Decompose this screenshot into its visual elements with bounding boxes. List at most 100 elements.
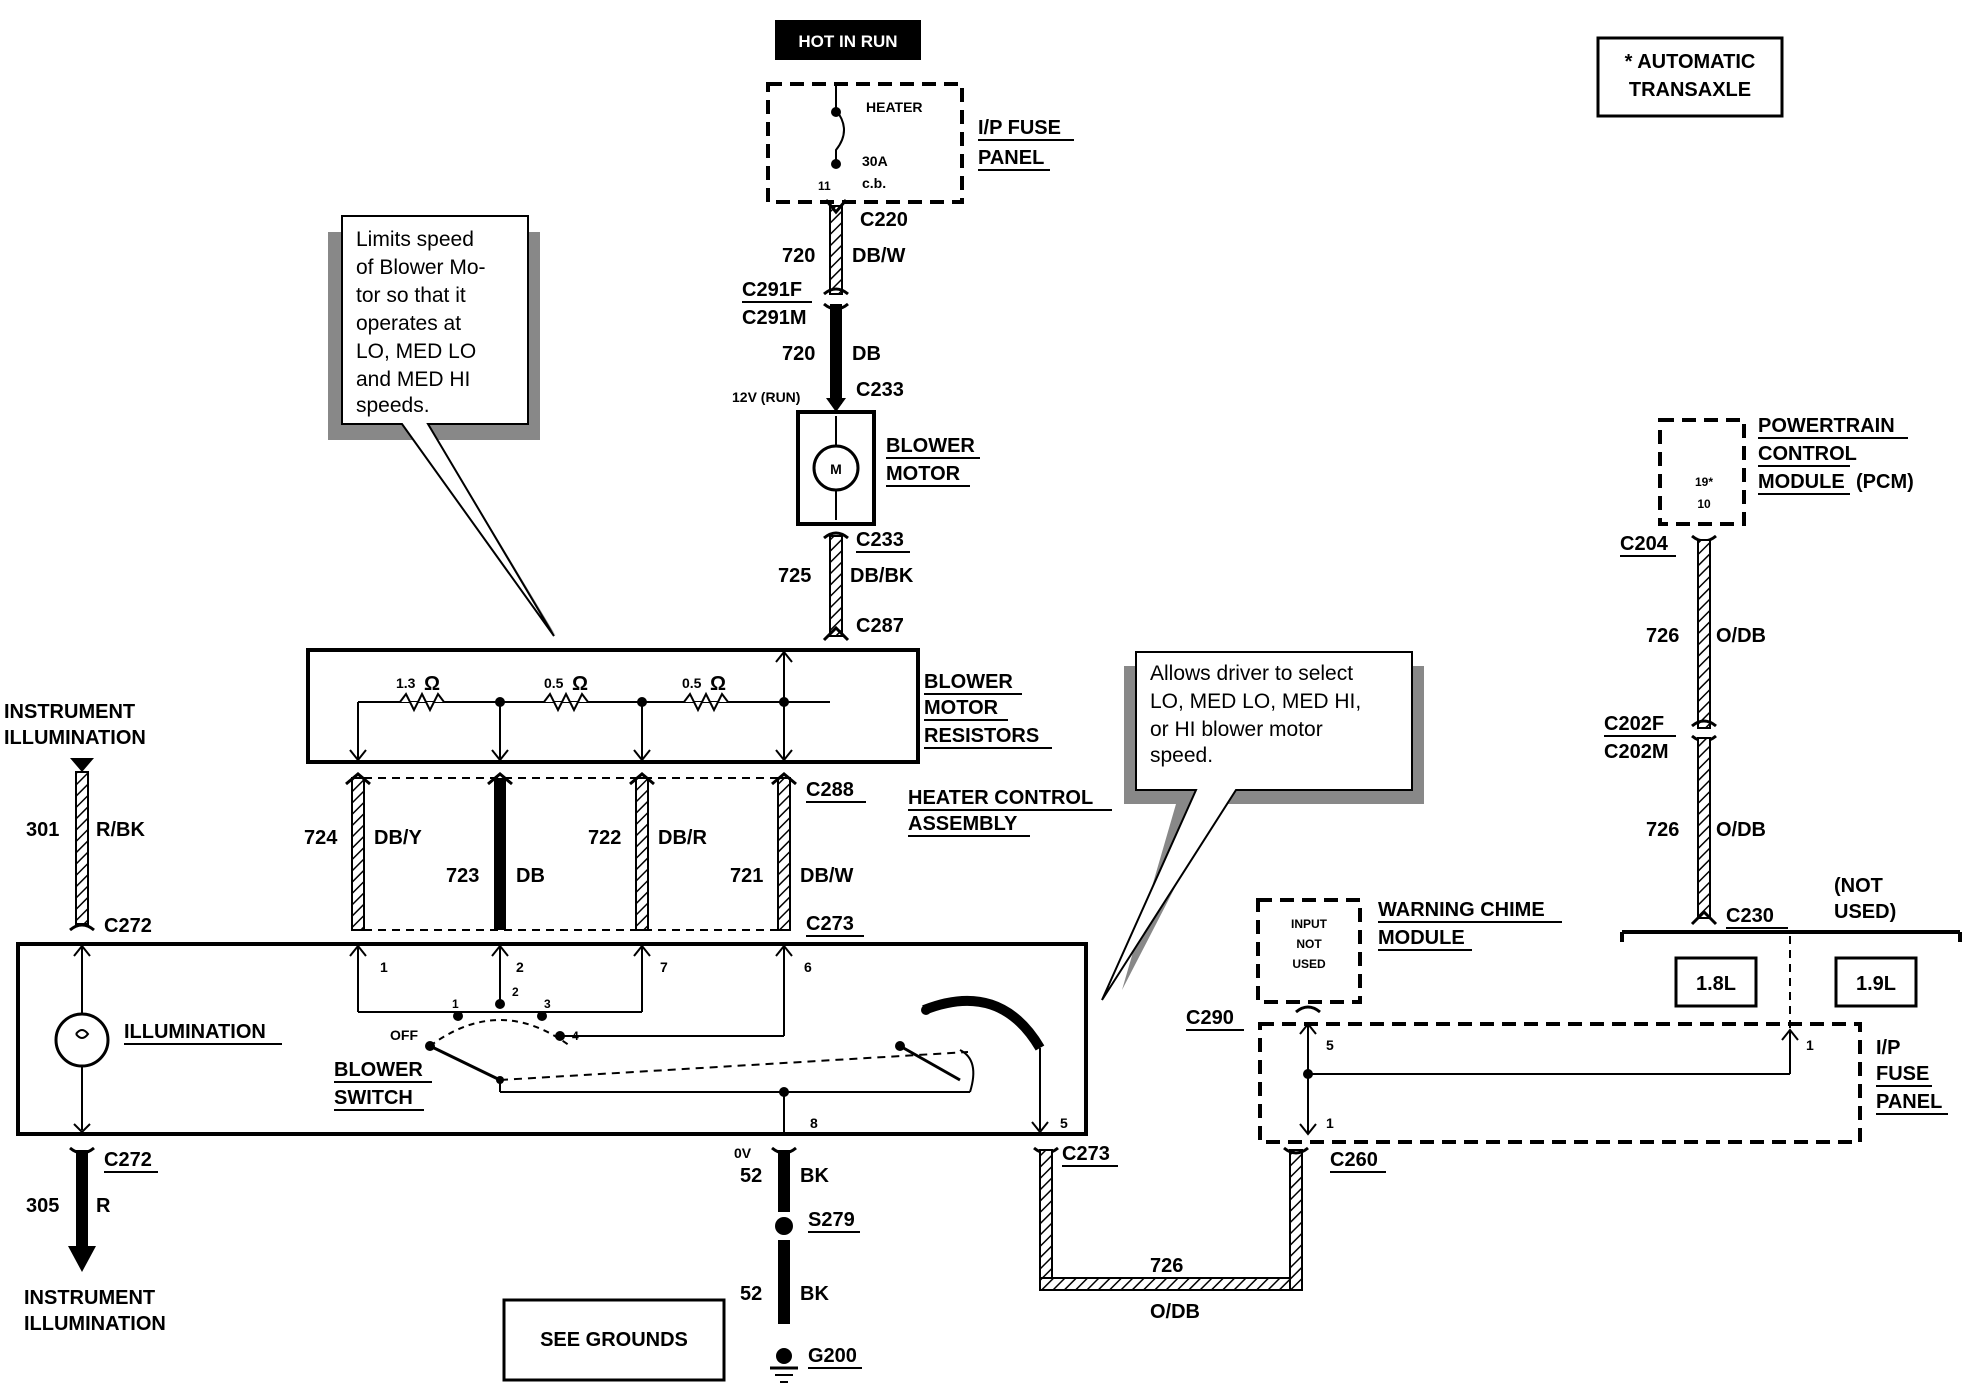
wire-724-num: 724 <box>304 827 338 849</box>
resistors-label-3: RESISTORS <box>924 725 1039 747</box>
svg-text:MODULE: MODULE <box>1378 927 1465 949</box>
resistors-label-1: BLOWER <box>924 671 1013 693</box>
svg-text:30A: 30A <box>862 153 888 169</box>
legend-box: * AUTOMATIC TRANSAXLE <box>1596 36 1784 118</box>
wire-bundle-switch <box>345 772 797 931</box>
callout-switch: Allows driver to select LO, MED LO, MED … <box>1101 651 1424 1001</box>
svg-text:operates at: operates at <box>356 312 461 335</box>
wire-52b-color: BK <box>800 1283 829 1305</box>
svg-text:I/P FUSE: I/P FUSE <box>978 117 1061 139</box>
svg-text:PANEL: PANEL <box>978 147 1044 169</box>
svg-text:MODULE: MODULE <box>1758 471 1845 493</box>
svg-text:SEE GROUNDS: SEE GROUNDS <box>540 1329 688 1351</box>
svg-text:ILLUMINATION: ILLUMINATION <box>124 1021 266 1043</box>
svg-text:10: 10 <box>1697 497 1711 511</box>
svg-text:INPUT: INPUT <box>1291 917 1328 931</box>
svg-text:MOTOR: MOTOR <box>886 463 961 485</box>
wire-720a-color: DB/W <box>852 245 905 267</box>
svg-text:2: 2 <box>516 959 524 975</box>
svg-text:* AUTOMATIC: * AUTOMATIC <box>1625 51 1756 73</box>
svg-text:HOT IN RUN: HOT IN RUN <box>798 32 897 51</box>
svg-text:2: 2 <box>512 985 519 999</box>
svg-text:1: 1 <box>1326 1115 1334 1131</box>
blower-motor: M BLOWER MOTOR <box>796 410 980 526</box>
power-source-tag: HOT IN RUN <box>775 20 921 60</box>
svg-text:BLOWER: BLOWER <box>886 435 975 457</box>
svg-text:4: 4 <box>572 1029 579 1043</box>
wire-722-color: DB/R <box>658 827 707 849</box>
svg-text:1.3: 1.3 <box>396 675 416 691</box>
wire-726c-color: O/DB <box>1150 1301 1200 1323</box>
svg-text:and MED HI: and MED HI <box>356 368 470 391</box>
resistors-label-2: MOTOR <box>924 697 999 719</box>
svg-text:USED: USED <box>1292 957 1326 971</box>
wire-725-num: 725 <box>778 565 811 587</box>
wire-726a-num: 726 <box>1646 625 1679 647</box>
svg-text:speeds.: speeds. <box>356 394 430 417</box>
svg-text:CONTROL: CONTROL <box>1758 443 1857 465</box>
engine-1-9-box: 1.9L <box>1834 956 1918 1008</box>
svg-text:19*: 19* <box>1695 475 1713 489</box>
svg-text:Allows driver to select: Allows driver to select <box>1150 662 1353 685</box>
not-used-label-2: USED) <box>1834 901 1896 923</box>
c204-label: C204 <box>1620 533 1669 555</box>
svg-text:or HI blower motor: or HI blower motor <box>1150 718 1323 741</box>
svg-text:1: 1 <box>452 997 459 1011</box>
voltage-12v: 12V (RUN) <box>732 389 800 405</box>
svg-text:FUSE: FUSE <box>1876 1063 1929 1085</box>
wire-720b-color: DB <box>852 343 881 365</box>
svg-text:1.8L: 1.8L <box>1696 973 1736 995</box>
c220-label: C220 <box>860 209 908 231</box>
wire-723-num: 723 <box>446 865 479 887</box>
wire-721-num: 721 <box>730 865 763 887</box>
svg-text:0.5: 0.5 <box>544 675 564 691</box>
svg-text:POWERTRAIN: POWERTRAIN <box>1758 415 1895 437</box>
wire-724-color: DB/Y <box>374 827 422 849</box>
engine-1-8-box: 1.8L <box>1674 956 1758 1008</box>
svg-text:speed.: speed. <box>1150 744 1213 767</box>
svg-text:5: 5 <box>1326 1037 1334 1053</box>
wire-723-color: DB <box>516 865 545 887</box>
svg-text:Ω: Ω <box>710 673 726 695</box>
c233-top-label: C233 <box>856 379 904 401</box>
fuse-panel-top: HEATER 30A c.b. 11 I/P FUSE PANEL <box>766 82 1074 204</box>
c230-label: C230 <box>1726 905 1774 927</box>
blower-motor-resistors: 1.3 Ω 0.5 Ω 0.5 Ω <box>306 648 920 764</box>
heater-control-label-1: HEATER CONTROL <box>908 787 1093 809</box>
wire-725-color: DB/BK <box>850 565 914 587</box>
svg-text:8: 8 <box>810 1115 818 1131</box>
svg-text:1: 1 <box>1806 1037 1814 1053</box>
wire-720b-num: 720 <box>782 343 815 365</box>
not-used-label-1: (NOT <box>1834 875 1883 897</box>
warning-chime-module: INPUT NOT USED WARNING CHIME MODULE <box>1256 898 1562 1004</box>
c202m-label: C202M <box>1604 741 1668 763</box>
svg-text:5: 5 <box>1060 1115 1068 1131</box>
c273-top-label: C273 <box>806 913 854 935</box>
c272-bottom-label: C272 <box>104 1149 152 1171</box>
illumination-bottom-label-1: INSTRUMENT <box>24 1287 155 1309</box>
c273-bottom-label: C273 <box>1062 1143 1110 1165</box>
svg-text:11: 11 <box>818 179 831 193</box>
pcm-module: 19* 10 POWERTRAIN CONTROL MODULE (PCM) <box>1658 415 1914 526</box>
svg-text:c.b.: c.b. <box>862 175 886 191</box>
s279-label: S279 <box>808 1209 855 1231</box>
svg-text:TRANSAXLE: TRANSAXLE <box>1629 79 1751 101</box>
svg-text:BLOWER: BLOWER <box>334 1059 423 1081</box>
wire-725 <box>822 531 850 642</box>
wire-720a-num: 720 <box>782 245 815 267</box>
svg-text:of Blower Mo-: of Blower Mo- <box>356 256 486 279</box>
svg-text:NOT: NOT <box>1296 937 1322 951</box>
svg-text:Limits speed: Limits speed <box>356 228 474 251</box>
wire-726-loop <box>1033 1146 1309 1291</box>
c290-label: C290 <box>1186 1007 1234 1029</box>
c287-label: C287 <box>856 615 904 637</box>
wire-726a-color: O/DB <box>1716 625 1766 647</box>
svg-text:6: 6 <box>804 959 812 975</box>
heater-control-assembly: ILLUMINATION 1 2 7 6 OFF 1 2 3 4 <box>16 942 1088 1136</box>
wire-52a-color: BK <box>800 1165 829 1187</box>
wire-726b-color: O/DB <box>1716 819 1766 841</box>
wire-301-num: 301 <box>26 819 59 841</box>
wire-305-color: R <box>96 1195 111 1217</box>
svg-text:SWITCH: SWITCH <box>334 1087 413 1109</box>
